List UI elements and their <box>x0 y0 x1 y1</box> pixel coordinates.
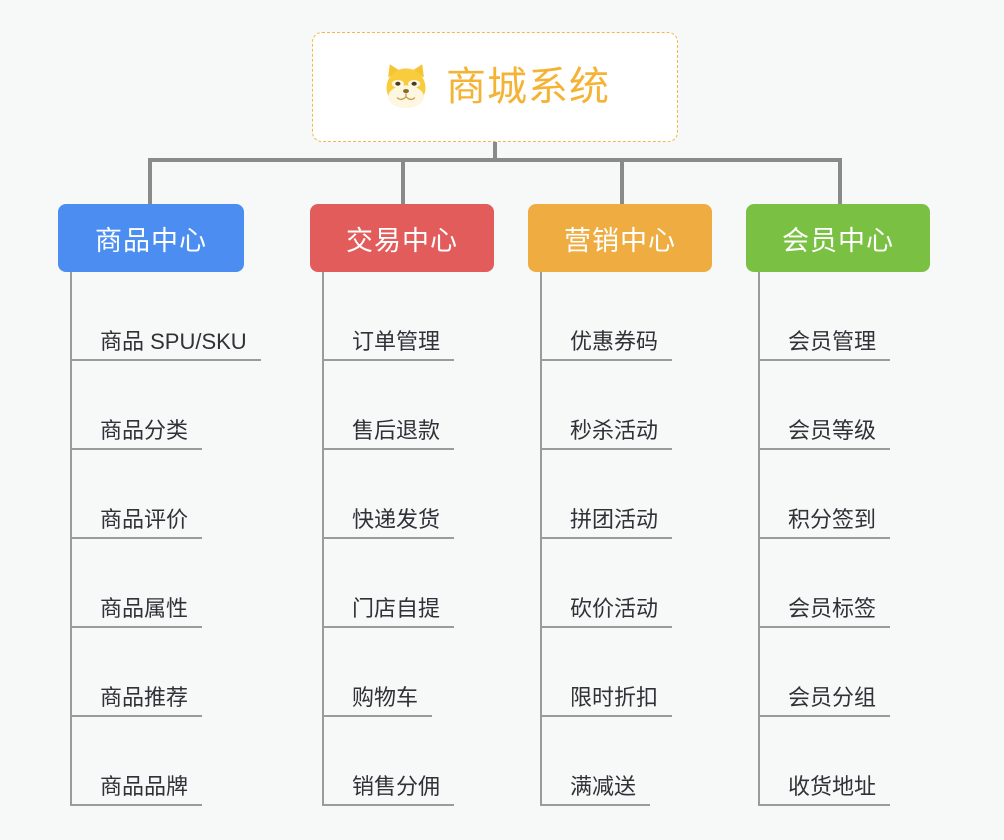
leaf-item[interactable]: 商品属性 <box>72 539 244 628</box>
branch-header-label: 会员中心 <box>782 225 894 256</box>
leaf-item[interactable]: 会员管理 <box>760 272 930 361</box>
leaf-label: 快递发货 <box>324 507 455 539</box>
leaf-item[interactable]: 商品分类 <box>72 361 244 450</box>
connector-drop-4 <box>838 158 842 206</box>
branch-column-2: 交易中心 订单管理 售后退款 快递发货 门店自提 购物车 销售分佣 <box>310 204 494 806</box>
leaf-item[interactable]: 商品 SPU/SKU <box>72 272 261 361</box>
leaf-item[interactable]: 积分签到 <box>760 450 930 539</box>
leaf-item[interactable]: 销售分佣 <box>324 717 494 806</box>
leaf-list-4: 会员管理 会员等级 积分签到 会员标签 会员分组 收货地址 <box>758 272 930 806</box>
leaf-label: 商品 SPU/SKU <box>72 329 261 361</box>
leaf-label: 满减送 <box>542 774 651 806</box>
leaf-item[interactable]: 会员分组 <box>760 628 930 717</box>
leaf-item[interactable]: 收货地址 <box>760 717 930 806</box>
leaf-item[interactable]: 商品品牌 <box>72 717 244 806</box>
leaf-item[interactable]: 优惠券码 <box>542 272 712 361</box>
root-title: 商城系统 <box>446 65 610 109</box>
root-node[interactable]: 商城系统 <box>312 32 678 142</box>
shiba-dog-face-icon <box>386 64 426 110</box>
leaf-item[interactable]: 会员标签 <box>760 539 930 628</box>
leaf-item[interactable]: 满减送 <box>542 717 712 806</box>
leaf-list-3: 优惠券码 秒杀活动 拼团活动 砍价活动 限时折扣 满减送 <box>540 272 712 806</box>
branch-header-label: 交易中心 <box>346 225 458 256</box>
leaf-label: 拼团活动 <box>542 507 673 539</box>
leaf-list-2: 订单管理 售后退款 快递发货 门店自提 购物车 销售分佣 <box>322 272 494 806</box>
leaf-label: 门店自提 <box>324 596 455 628</box>
leaf-item[interactable]: 会员等级 <box>760 361 930 450</box>
leaf-label: 订单管理 <box>324 329 455 361</box>
leaf-label: 商品品牌 <box>72 774 203 806</box>
connector-drop-2 <box>401 158 405 206</box>
leaf-label: 积分签到 <box>760 507 891 539</box>
leaf-list-1: 商品 SPU/SKU 商品分类 商品评价 商品属性 商品推荐 商品品牌 <box>70 272 261 806</box>
leaf-label: 售后退款 <box>324 418 455 450</box>
leaf-label: 秒杀活动 <box>542 418 673 450</box>
leaf-label: 商品属性 <box>72 596 203 628</box>
branch-column-1: 商品中心 商品 SPU/SKU 商品分类 商品评价 商品属性 商品推荐 商品品牌 <box>58 204 261 806</box>
leaf-label: 限时折扣 <box>542 685 673 717</box>
branch-column-4: 会员中心 会员管理 会员等级 积分签到 会员标签 会员分组 收货地址 <box>746 204 930 806</box>
connector-horizontal-bus <box>148 158 842 162</box>
leaf-label: 商品推荐 <box>72 685 203 717</box>
connector-drop-1 <box>148 158 152 206</box>
leaf-item[interactable]: 砍价活动 <box>542 539 712 628</box>
leaf-label: 收货地址 <box>760 774 891 806</box>
branch-header-2[interactable]: 交易中心 <box>310 204 494 272</box>
leaf-label: 砍价活动 <box>542 596 673 628</box>
leaf-item[interactable]: 快递发货 <box>324 450 494 539</box>
leaf-label: 商品评价 <box>72 507 203 539</box>
leaf-label: 会员分组 <box>760 685 891 717</box>
branch-header-label: 商品中心 <box>95 225 207 256</box>
branch-column-3: 营销中心 优惠券码 秒杀活动 拼团活动 砍价活动 限时折扣 满减送 <box>528 204 712 806</box>
leaf-label: 会员标签 <box>760 596 891 628</box>
leaf-label: 商品分类 <box>72 418 203 450</box>
branch-header-1[interactable]: 商品中心 <box>58 204 244 272</box>
leaf-label: 会员管理 <box>760 329 891 361</box>
leaf-item[interactable]: 购物车 <box>324 628 494 717</box>
leaf-item[interactable]: 拼团活动 <box>542 450 712 539</box>
leaf-label: 优惠券码 <box>542 329 673 361</box>
leaf-item[interactable]: 秒杀活动 <box>542 361 712 450</box>
leaf-item[interactable]: 门店自提 <box>324 539 494 628</box>
leaf-item[interactable]: 售后退款 <box>324 361 494 450</box>
leaf-label: 销售分佣 <box>324 774 455 806</box>
leaf-item[interactable]: 商品评价 <box>72 450 244 539</box>
connector-root-stem <box>493 142 497 162</box>
leaf-label: 会员等级 <box>760 418 891 450</box>
connector-drop-3 <box>620 158 624 206</box>
leaf-item[interactable]: 商品推荐 <box>72 628 244 717</box>
branch-header-label: 营销中心 <box>564 225 676 256</box>
branch-header-3[interactable]: 营销中心 <box>528 204 712 272</box>
leaf-item[interactable]: 订单管理 <box>324 272 494 361</box>
leaf-label: 购物车 <box>324 685 433 717</box>
branch-header-4[interactable]: 会员中心 <box>746 204 930 272</box>
leaf-item[interactable]: 限时折扣 <box>542 628 712 717</box>
